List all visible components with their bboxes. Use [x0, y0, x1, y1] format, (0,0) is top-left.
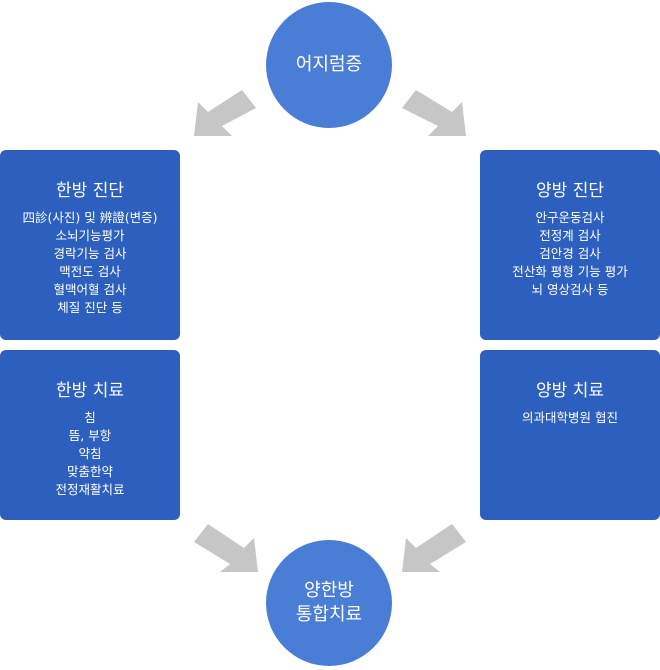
- korean-treatment-list: 침 뜸, 부항 약침 맞춤한약 전정재활치료: [0, 409, 180, 499]
- dizziness-circle: 어지럼증: [266, 2, 392, 128]
- list-item: 안구운동검사: [535, 210, 605, 225]
- arrow-top-left: [194, 90, 256, 136]
- western-treatment-title: 양방 치료: [536, 381, 604, 401]
- integrated-treatment-circle: 양한방 통합치료: [266, 540, 392, 666]
- list-item: 경락기능 검사: [53, 246, 127, 261]
- western-treatment-list: 의과대학병원 협진: [480, 409, 660, 427]
- list-item: 뇌 영상검사 등: [531, 282, 609, 297]
- integrated-treatment-line-2: 통합치료: [295, 604, 363, 625]
- western-diagnosis-list: 안구운동검사 전정계 검사 검안경 검사 전산화 평형 기능 평가 뇌 영상검사…: [480, 209, 660, 299]
- list-item: 의과대학병원 협진: [522, 410, 618, 425]
- list-item: 맞춤한약: [66, 464, 113, 479]
- western-treatment-box: 양방 치료 의과대학병원 협진: [480, 350, 660, 520]
- list-item: 전정계 검사: [539, 228, 601, 243]
- list-item: 四診(사진) 및 辨證(변증): [22, 210, 158, 225]
- korean-diagnosis-box: 한방 진단 四診(사진) 및 辨證(변증) 소뇌기능평가 경락기능 검사 맥전도…: [0, 150, 180, 340]
- korean-diagnosis-list: 四診(사진) 및 辨證(변증) 소뇌기능평가 경락기능 검사 맥전도 검사 혈맥…: [0, 209, 180, 317]
- integrated-treatment-line-1: 양한방: [304, 580, 354, 601]
- arrow-top-right: [402, 90, 466, 136]
- list-item: 혈맥어혈 검사: [53, 282, 127, 297]
- list-item: 약침: [78, 446, 102, 461]
- list-item: 전산화 평형 기능 평가: [512, 264, 628, 279]
- list-item: 침: [84, 410, 96, 425]
- korean-diagnosis-title: 한방 진단: [56, 181, 124, 201]
- korean-treatment-title: 한방 치료: [56, 381, 124, 401]
- western-diagnosis-box: 양방 진단 안구운동검사 전정계 검사 검안경 검사 전산화 평형 기능 평가 …: [480, 150, 660, 340]
- list-item: 맥전도 검사: [59, 264, 121, 279]
- list-item: 체질 진단 등: [57, 300, 123, 315]
- arrow-bottom-right: [402, 524, 466, 572]
- korean-treatment-box: 한방 치료 침 뜸, 부항 약침 맞춤한약 전정재활치료: [0, 350, 180, 520]
- dizziness-label: 어지럼증: [295, 54, 363, 75]
- list-item: 전정재활치료: [55, 482, 125, 497]
- list-item: 검안경 검사: [539, 246, 601, 261]
- arrow-bottom-left: [194, 524, 258, 572]
- list-item: 소뇌기능평가: [55, 228, 125, 243]
- list-item: 뜸, 부항: [68, 428, 112, 443]
- western-diagnosis-title: 양방 진단: [536, 181, 604, 201]
